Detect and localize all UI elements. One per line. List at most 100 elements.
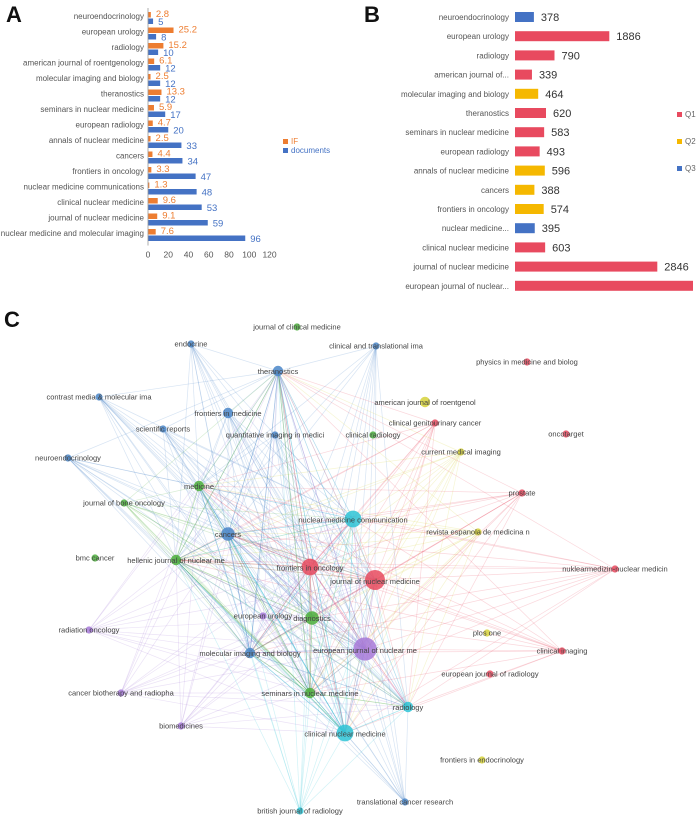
network-edge (98, 396, 177, 561)
network-edge (344, 531, 479, 734)
network-edge (175, 533, 229, 561)
if-bar (148, 167, 152, 173)
network-node (518, 489, 526, 497)
network-edge (249, 345, 377, 654)
network-edge (123, 502, 229, 535)
network-edge (311, 422, 436, 619)
network-edge (262, 615, 366, 650)
documents-value: 33 (186, 141, 197, 152)
network-edge (274, 434, 354, 520)
legend-swatch (677, 166, 682, 171)
network-edge (249, 370, 279, 654)
network-edge (198, 485, 479, 533)
network-edge (175, 518, 354, 561)
network-edge (274, 434, 409, 708)
network-edge (311, 617, 346, 734)
citation-value: 790 (562, 50, 580, 62)
network-node (85, 626, 93, 634)
network-edge (309, 692, 406, 803)
network-edge (180, 485, 200, 727)
network-edge (227, 412, 346, 734)
network-edge (227, 412, 409, 708)
citation-bar (515, 146, 540, 157)
network-edge (123, 502, 311, 568)
network-edge (277, 370, 311, 568)
network-node-label: cancer biotherapy and radiopha (68, 689, 174, 698)
network-edge (274, 434, 311, 568)
documents-bar (148, 142, 182, 148)
network-edge (67, 457, 200, 487)
network-edge (198, 434, 276, 487)
network-node-label: journal of clinical medicine (252, 323, 341, 332)
network-edge (198, 485, 346, 734)
documents-bar (148, 204, 202, 210)
network-edge (162, 370, 279, 430)
network-node-label: european journal of nuclear me (313, 646, 417, 655)
legend-label: Q3 (685, 164, 696, 173)
network-edge (198, 485, 311, 568)
citation-value: 620 (553, 108, 571, 120)
network-edge (88, 579, 376, 631)
network-edge (162, 428, 229, 535)
network-node-label: medicine (184, 482, 214, 491)
documents-value: 34 (187, 157, 198, 168)
network-edge (277, 370, 346, 734)
network-edge (67, 457, 346, 734)
network-edge (309, 566, 366, 650)
if-bar (148, 12, 151, 18)
panel-c-label: C (4, 307, 20, 332)
network-edge (198, 485, 354, 520)
network-edge (198, 485, 251, 654)
citation-bar (515, 204, 544, 214)
network-node (523, 358, 531, 366)
network-edge (309, 566, 616, 570)
network-node (170, 554, 182, 566)
network-node-label: seminars in nuclear medicine (261, 689, 358, 698)
category-label: theranostics (466, 109, 509, 118)
category-label: european journal of nuclear medicine and… (0, 229, 144, 238)
network-edge (309, 566, 406, 803)
category-label: seminars in nuclear medicine (40, 105, 144, 114)
x-tick-label: 60 (204, 250, 214, 260)
network-edge (88, 629, 311, 694)
network-edge (198, 370, 279, 487)
network-edge (344, 422, 436, 734)
network-edge (277, 370, 311, 694)
network-edge (227, 412, 311, 568)
network-edge (249, 615, 264, 654)
network-edge (190, 343, 251, 654)
network-edge (299, 566, 311, 812)
network-edge (299, 579, 376, 812)
network-edge (309, 617, 313, 694)
network-edge (120, 692, 409, 708)
network-edge (249, 566, 311, 654)
network-edge (374, 568, 616, 581)
network-edge (227, 533, 366, 650)
network-edge (175, 533, 229, 561)
network-edge (344, 648, 366, 734)
network-edge (249, 652, 409, 708)
network-edge (249, 617, 313, 654)
network-node-label: scientific reports (136, 425, 190, 434)
legend-swatch (677, 112, 682, 117)
network-edge (309, 568, 616, 694)
network-edge (352, 518, 376, 581)
network-edge (262, 615, 313, 619)
if-bar (148, 198, 158, 204)
network-node (64, 454, 72, 462)
network-edge (374, 579, 409, 708)
documents-value: 10 (163, 48, 174, 59)
network-edge (198, 451, 462, 487)
citation-bar (515, 108, 546, 118)
network-edge (344, 568, 616, 734)
network-edge (88, 518, 354, 631)
network-edge (299, 518, 354, 812)
network-node (177, 722, 185, 730)
network-node (431, 419, 439, 427)
category-label: annals of nuclear medicine (49, 136, 145, 145)
network-edge (227, 370, 279, 414)
network-edge (407, 451, 462, 708)
network-edge (120, 485, 200, 694)
network-node (91, 554, 99, 562)
